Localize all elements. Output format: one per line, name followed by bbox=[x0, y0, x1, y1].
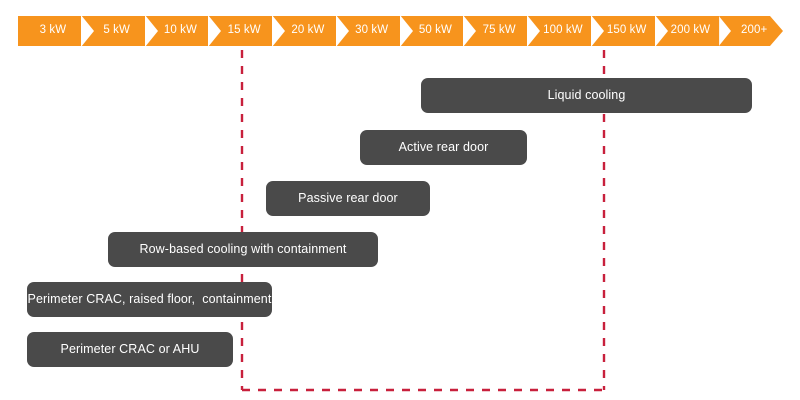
scale-segment-3[interactable]: 10 kW bbox=[144, 15, 210, 47]
solution-bar[interactable]: Row-based cooling with containment bbox=[108, 232, 378, 267]
solution-bar[interactable]: Perimeter CRAC, raised floor, containmen… bbox=[27, 282, 272, 317]
scale-segment-label: 3 kW bbox=[39, 24, 67, 37]
scale-segment-label: 200 kW bbox=[670, 24, 711, 37]
chevron-divider-icon bbox=[399, 15, 413, 47]
scale-segment-label: 10 kW bbox=[163, 24, 197, 37]
scale-segment-label: 15 kW bbox=[227, 24, 261, 37]
solution-bar[interactable]: Passive rear door bbox=[266, 181, 430, 216]
chevron-divider-icon bbox=[80, 15, 94, 47]
chevron-divider-icon bbox=[144, 15, 158, 47]
chevron-divider-icon bbox=[463, 15, 477, 47]
scale-segment-label: 30 kW bbox=[355, 24, 389, 37]
solution-bar-label: Perimeter CRAC, raised floor, containmen… bbox=[27, 292, 272, 307]
scale-segment-label: 50 kW bbox=[418, 24, 452, 37]
solution-bar-label: Passive rear door bbox=[298, 191, 398, 206]
scale-segment-1[interactable]: 3 kW bbox=[18, 16, 82, 46]
scale-segment-label: 20 kW bbox=[291, 24, 325, 37]
scale-segment-6[interactable]: 30 kW bbox=[335, 15, 401, 47]
chevron-divider-icon bbox=[208, 15, 222, 47]
scale-segment-12[interactable]: 200+ bbox=[719, 16, 783, 46]
chevron-divider-icon bbox=[718, 15, 732, 47]
scale-segment-11[interactable]: 200 kW bbox=[654, 15, 720, 47]
solution-bar-label: Active rear door bbox=[398, 140, 489, 155]
solution-bar-label: Perimeter CRAC or AHU bbox=[60, 342, 200, 357]
scale-segment-label: 100 kW bbox=[543, 24, 583, 37]
scale-segment-label: 5 kW bbox=[103, 24, 130, 37]
scale-segment-4[interactable]: 15 kW bbox=[208, 15, 273, 47]
scale-segment-8[interactable]: 75 kW bbox=[463, 15, 528, 47]
scale-segment-label: 75 kW bbox=[482, 24, 516, 37]
scale-segment-label: 150 kW bbox=[606, 24, 647, 37]
power-density-scale-band: 3 kW 5 kW 10 kW 15 kW 20 kW 30 kW 50 kW 75 kW 10… bbox=[18, 15, 783, 47]
solution-bar[interactable]: Perimeter CRAC or AHU bbox=[27, 332, 233, 367]
chevron-divider-icon bbox=[272, 15, 285, 47]
scale-segment-9[interactable]: 100 kW bbox=[527, 15, 592, 47]
scale-segment-7[interactable]: 50 kW bbox=[399, 15, 465, 47]
solution-bar-label: Liquid cooling bbox=[547, 88, 626, 103]
solution-bar[interactable]: Active rear door bbox=[360, 130, 527, 165]
scale-segment-5[interactable]: 20 kW bbox=[272, 15, 337, 47]
scale-segment-10[interactable]: 150 kW bbox=[590, 15, 656, 47]
scale-segment-label: 200+ bbox=[740, 24, 768, 37]
solution-bar[interactable]: Liquid cooling bbox=[421, 78, 752, 113]
scale-segment-2[interactable]: 5 kW bbox=[80, 15, 146, 47]
chevron-divider-icon bbox=[335, 15, 349, 47]
solution-bar-label: Row-based cooling with containment bbox=[139, 242, 347, 257]
